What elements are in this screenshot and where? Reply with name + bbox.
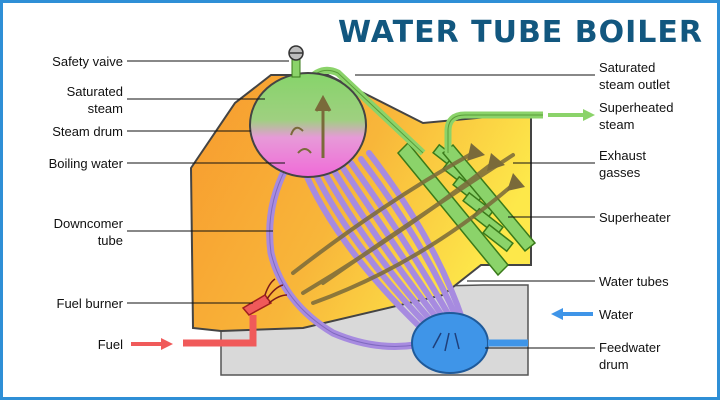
label-safety-valve: Safety vaive — [52, 54, 123, 69]
fuel-arrow — [131, 338, 173, 350]
label-downcomer-line2: tube — [97, 233, 123, 248]
label-downcomer-line1: Downcomer — [53, 216, 123, 231]
label-fuel: Fuel — [97, 337, 123, 352]
leader-lines — [127, 60, 595, 349]
boiler-diagram — [127, 45, 595, 376]
label-exhaust-line2: gasses — [599, 165, 641, 180]
label-exhaust-line1: Exhaust — [599, 148, 646, 163]
burner-flame — [264, 278, 288, 304]
superheated-arrow — [548, 109, 595, 121]
water-tubes — [298, 150, 466, 331]
label-saturated-steam-line1: Saturated — [66, 84, 123, 99]
fuel-burner-body — [241, 294, 273, 316]
label-feedwater-line1: Feedwater — [599, 340, 661, 355]
label-water: Water — [599, 307, 634, 322]
diagram-title: WATER TUBE BOILER — [337, 15, 703, 50]
feedwater-drum — [411, 312, 489, 374]
superheater-header — [396, 141, 510, 277]
label-feedwater-line2: drum — [599, 357, 629, 372]
exhaust-flow-arrows — [291, 151, 517, 305]
steam-drum — [249, 72, 367, 178]
label-steam-drum: Steam drum — [52, 124, 123, 139]
label-superheater: Superheater — [599, 210, 671, 225]
drum-flow-arrows — [290, 94, 332, 158]
fuel-pipe — [183, 315, 257, 347]
label-saturated-outlet-line2: steam outlet — [599, 77, 670, 92]
water-arrow — [551, 308, 593, 320]
label-boiling-water: Boiling water — [48, 156, 123, 171]
label-saturated-outlet-line1: Saturated — [599, 60, 656, 75]
label-water-tubes: Water tubes — [599, 274, 669, 289]
label-saturated-steam-line2: steam — [87, 101, 123, 116]
label-superheated-line2: steam — [599, 117, 635, 132]
label-superheated-line1: Superheated — [599, 100, 674, 115]
label-fuel-burner: Fuel burner — [56, 296, 123, 311]
